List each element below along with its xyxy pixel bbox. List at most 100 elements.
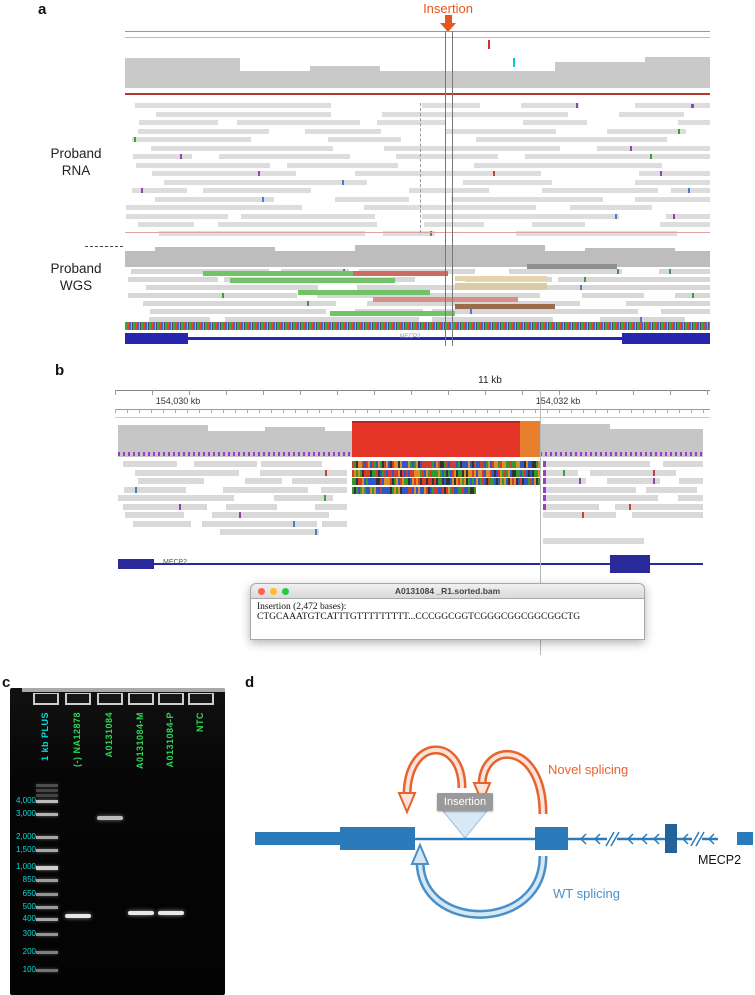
wgs-coverage-track xyxy=(125,251,710,267)
sequencing-read xyxy=(524,461,526,468)
gel-well xyxy=(128,693,154,705)
sequencing-read xyxy=(261,461,322,467)
sequencing-read xyxy=(354,171,541,176)
sequencing-read xyxy=(239,512,241,518)
sequencing-read xyxy=(534,461,536,468)
sequencing-read xyxy=(394,478,396,485)
sequencing-read xyxy=(580,285,583,290)
sequencing-read xyxy=(404,461,406,468)
sequencing-read xyxy=(452,470,454,477)
sequencing-read xyxy=(418,461,420,468)
sequencing-read xyxy=(542,188,658,193)
sequencing-read xyxy=(472,461,474,468)
sequencing-read xyxy=(543,504,599,510)
sequencing-read xyxy=(392,487,394,494)
rna-coverage-bump xyxy=(125,58,240,71)
sequencing-read xyxy=(408,487,410,494)
sequencing-read xyxy=(520,470,522,477)
sequencing-read xyxy=(131,269,269,274)
sequencing-read xyxy=(470,461,472,468)
sequencing-read xyxy=(543,487,546,493)
sequencing-read xyxy=(589,470,677,476)
sequencing-read xyxy=(364,487,366,494)
zoom-button[interactable] xyxy=(282,588,289,595)
sequencing-read xyxy=(412,470,414,477)
sequencing-read xyxy=(516,478,518,485)
sequencing-read xyxy=(376,461,378,468)
sequencing-read xyxy=(508,478,510,485)
sequencing-read xyxy=(372,478,374,485)
insertion-box-label: Insertion xyxy=(437,793,493,811)
sequencing-read xyxy=(368,461,370,468)
sequencing-read xyxy=(448,487,450,494)
sequencing-read xyxy=(635,197,710,202)
sequencing-read xyxy=(414,487,416,494)
sequencing-read xyxy=(512,461,514,468)
sequencing-read xyxy=(408,188,489,193)
sequencing-read xyxy=(522,461,524,468)
sequencing-read xyxy=(528,461,530,468)
sequencing-read xyxy=(420,461,422,468)
sequencing-read xyxy=(217,222,377,227)
sequencing-read xyxy=(526,461,528,468)
sequencing-read xyxy=(469,309,472,314)
wgs-reads-track xyxy=(125,269,710,322)
sequencing-read xyxy=(376,470,378,477)
sequencing-read xyxy=(476,478,478,485)
insertion-callout-label: Insertion xyxy=(423,1,473,16)
sequencing-read xyxy=(484,461,486,468)
sequencing-read xyxy=(606,478,660,484)
ruler-ticks xyxy=(115,390,710,395)
sequencing-read xyxy=(376,478,378,485)
purple-insertion-mark xyxy=(691,104,694,108)
sequencing-read xyxy=(520,461,522,468)
sequencing-read xyxy=(474,470,476,477)
sequencing-read xyxy=(510,478,512,485)
sequencing-read xyxy=(460,487,462,494)
sequencing-read xyxy=(402,470,404,477)
sequencing-read xyxy=(366,478,368,485)
sequencing-read xyxy=(482,478,484,485)
sequencing-read xyxy=(530,478,532,485)
sequencing-read xyxy=(486,461,488,468)
sequencing-read xyxy=(522,478,524,485)
sequencing-read xyxy=(388,470,390,477)
sequencing-read xyxy=(480,470,482,477)
reads-track xyxy=(115,461,710,549)
sequencing-read xyxy=(444,470,446,477)
sequencing-read xyxy=(442,461,444,468)
sequencing-read xyxy=(370,470,372,477)
sequencing-read xyxy=(430,478,432,485)
sequencing-read xyxy=(404,470,406,477)
sequencing-read xyxy=(410,487,412,494)
sequencing-read xyxy=(472,487,474,494)
sequencing-read xyxy=(418,478,420,485)
sequencing-read xyxy=(543,487,636,493)
sequencing-read xyxy=(372,487,374,494)
sequencing-read xyxy=(376,487,378,494)
sequencing-read xyxy=(286,163,399,168)
sequencing-read xyxy=(133,154,192,159)
sequencing-read xyxy=(154,197,274,202)
sequencing-read xyxy=(520,478,522,485)
ruler-line xyxy=(125,31,710,32)
sequencing-read xyxy=(159,231,366,236)
close-button[interactable] xyxy=(258,588,265,595)
sequencing-read xyxy=(607,129,686,134)
sequencing-read xyxy=(494,461,496,468)
lane-label-ladder: 1 kb PLUS xyxy=(40,712,50,762)
gene-name-label: MECP2 xyxy=(698,853,742,867)
sequencing-read xyxy=(538,461,540,468)
sequencing-read xyxy=(434,461,436,468)
sequencing-read xyxy=(518,470,520,477)
sequencing-read xyxy=(454,461,456,468)
sequencing-read xyxy=(629,504,632,510)
popup-titlebar[interactable]: A0131084 _R1.sorted.bam xyxy=(250,583,645,599)
ladder-size-label: 2,000 xyxy=(15,832,36,841)
sequencing-read xyxy=(530,470,532,477)
sequencing-read xyxy=(504,470,506,477)
minimize-button[interactable] xyxy=(270,588,277,595)
sequencing-read xyxy=(374,478,376,485)
sequencing-read xyxy=(514,470,516,477)
sequencing-read xyxy=(579,478,582,484)
